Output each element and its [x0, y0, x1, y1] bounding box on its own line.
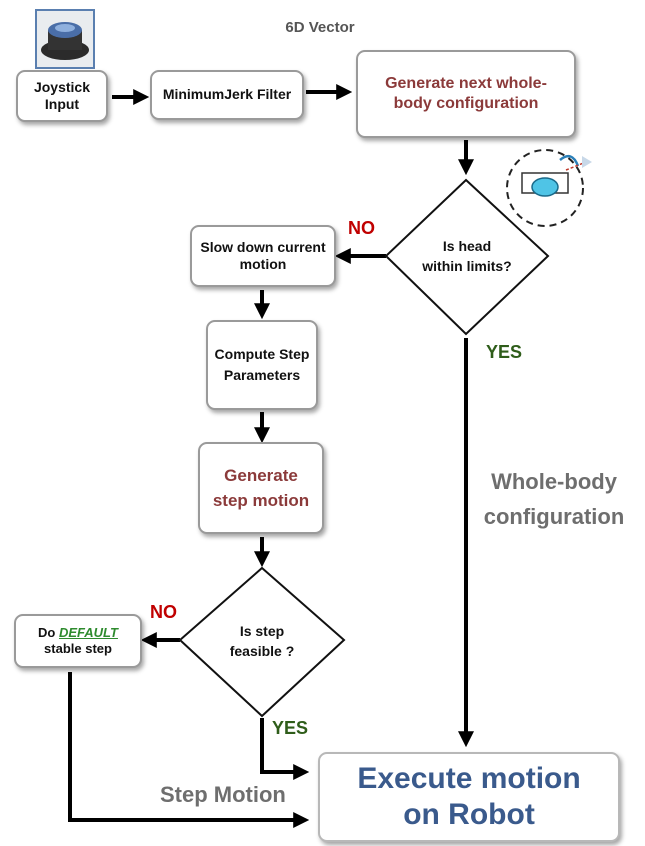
compute-step-box: Compute Step Parameters [206, 320, 318, 410]
compute-step-label: Compute Step Parameters [214, 346, 310, 383]
step-motion-label: Step Motion [160, 782, 286, 807]
head-yes-label: YES [486, 342, 523, 362]
default-step-line1: Do DEFAULT [38, 625, 118, 641]
joystick-input-label: Joystick Input [33, 78, 91, 113]
step-decision-diamond [178, 566, 346, 718]
default-step-suffix: stable step [44, 641, 112, 656]
arrow-step-yes [260, 718, 310, 780]
arrow-default-to-execute [68, 672, 310, 828]
joystick-input-box: Joystick Input [16, 70, 108, 122]
execute-motion-label: Execute motion on Robot [357, 762, 581, 831]
slow-down-label: Slow down current motion [200, 238, 326, 273]
execute-motion-box: Execute motion on Robot [318, 752, 620, 842]
step-no-label: NO [150, 602, 177, 622]
step-decision-label: Is step feasible ? [229, 623, 295, 659]
generate-config-label: Generate next whole-body configuration [385, 75, 547, 112]
wholebody-config-label: Whole-body configuration [483, 469, 625, 530]
head-decision-diamond [384, 178, 550, 336]
minimum-jerk-filter-box: MinimumJerk Filter [150, 70, 304, 120]
default-keyword: DEFAULT [58, 624, 118, 640]
head-decision-label: Is head within limits? [422, 238, 512, 274]
slow-down-box: Slow down current motion [190, 225, 336, 287]
vector-label: 6D Vector [285, 19, 355, 36]
generate-step-box: Generate step motion [198, 442, 324, 534]
minimum-jerk-filter-label: MinimumJerk Filter [162, 86, 292, 103]
generate-step-label: Generate step motion [212, 465, 310, 511]
joystick-image [35, 9, 95, 69]
default-step-box: Do DEFAULT stable step [14, 614, 142, 668]
robot-head-icon [506, 149, 592, 227]
head-no-label: NO [348, 218, 375, 238]
step-yes-label: YES [272, 718, 309, 738]
default-step-prefix: Do [38, 624, 56, 640]
generate-config-box: Generate next whole-body configuration [356, 50, 576, 138]
